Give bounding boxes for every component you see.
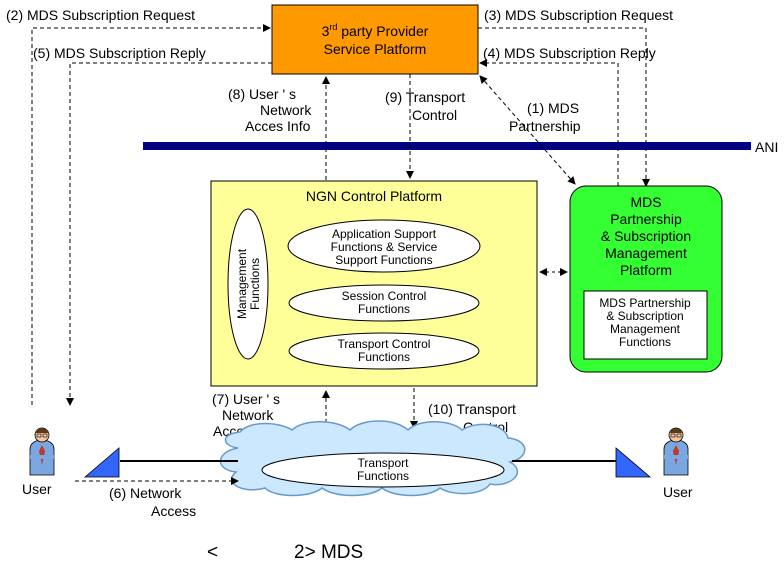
msg-3-label: (3) MDS Subscription Request	[484, 7, 673, 23]
session-control-line2: Functions	[358, 302, 410, 316]
right-access-triangle	[615, 447, 652, 478]
transport-control-ellipse	[288, 332, 480, 370]
msg-5-label: (5) MDS Subscription Reply	[33, 45, 206, 61]
msg-9-label-line2: Control	[412, 107, 457, 123]
msg-1-label-line2: Partnership	[509, 118, 581, 134]
transport-functions-line1: Transport	[358, 456, 410, 470]
caption-right: 2> MDS	[294, 542, 363, 563]
mds-title-line5: Platform	[620, 262, 672, 278]
management-label-line1: Management	[235, 248, 249, 319]
msg-9-label-line1: (9) Transport	[385, 89, 465, 105]
transport-functions-line2: Functions	[357, 469, 409, 483]
msg-5-arrow	[66, 62, 272, 406]
mds-title-line4: Management	[605, 245, 687, 261]
session-control-ellipse	[288, 284, 480, 322]
msg-8-label-line1: (8) User ' s	[228, 86, 296, 102]
management-label-line2: Functions	[248, 258, 262, 310]
msg-4-label: (4) MDS Subscription Reply	[483, 45, 656, 61]
msg-4-arrow	[479, 59, 619, 186]
msg-10-label-line1: (10) Transport	[428, 401, 516, 417]
transport-control-line2: Functions	[358, 350, 410, 364]
mds-title-line2: Partnership	[610, 211, 682, 227]
app-support-line1: Application Support	[332, 227, 437, 241]
msg-1-label-line1: (1) MDS	[527, 100, 579, 116]
app-support-ellipse	[287, 219, 481, 273]
left-access-triangle	[83, 447, 120, 478]
msg-6-label-line2: Access	[151, 503, 196, 519]
right-user-label: User	[663, 484, 693, 500]
ani-label: ANI	[755, 139, 778, 155]
provider-title-line1: 3rd party Provider	[322, 22, 429, 39]
provider-title-line2: Service Platform	[324, 41, 427, 57]
transport-control-line1: Transport Control	[338, 337, 431, 351]
ani-bar	[143, 142, 751, 150]
app-support-line2: Functions & Service	[331, 240, 438, 254]
msg-2-arrow	[31, 24, 271, 405]
management-functions-ellipse	[227, 208, 269, 360]
mds-functions-line2: & Subscription	[606, 309, 683, 323]
mds-title-line1: MDS	[630, 194, 661, 210]
caption-left: <	[207, 542, 218, 563]
left-user-label: User	[22, 481, 52, 497]
mds-functions-line1: MDS Partnership	[599, 296, 691, 310]
msg-3-arrow	[478, 27, 650, 187]
mds-title-line3: & Subscription	[601, 228, 691, 244]
left-user-icon	[29, 427, 55, 476]
msg-1-arrow	[479, 75, 576, 185]
msg-6-label-line1: (6) Network	[109, 485, 182, 501]
provider-platform-box	[271, 4, 479, 75]
msg-2-label: (2) MDS Subscription Request	[6, 7, 195, 23]
mds-functions-line4: Functions	[619, 335, 671, 349]
session-control-line1: Session Control	[342, 289, 427, 303]
mds-functions-box	[583, 290, 708, 360]
msg-8-label-line3: Acces Info	[245, 118, 311, 134]
msg-7-label-line1: (7) User ' s	[212, 391, 280, 407]
mds-functions-line3: Management	[610, 322, 681, 336]
app-support-line3: Support Functions	[335, 253, 432, 267]
transport-functions-ellipse	[261, 452, 505, 488]
right-user-icon	[663, 427, 689, 476]
msg-7-label-line2: Network	[222, 407, 274, 423]
ngn-title: NGN Control Platform	[306, 188, 442, 204]
msg-8-label-line2: Network	[260, 102, 312, 118]
